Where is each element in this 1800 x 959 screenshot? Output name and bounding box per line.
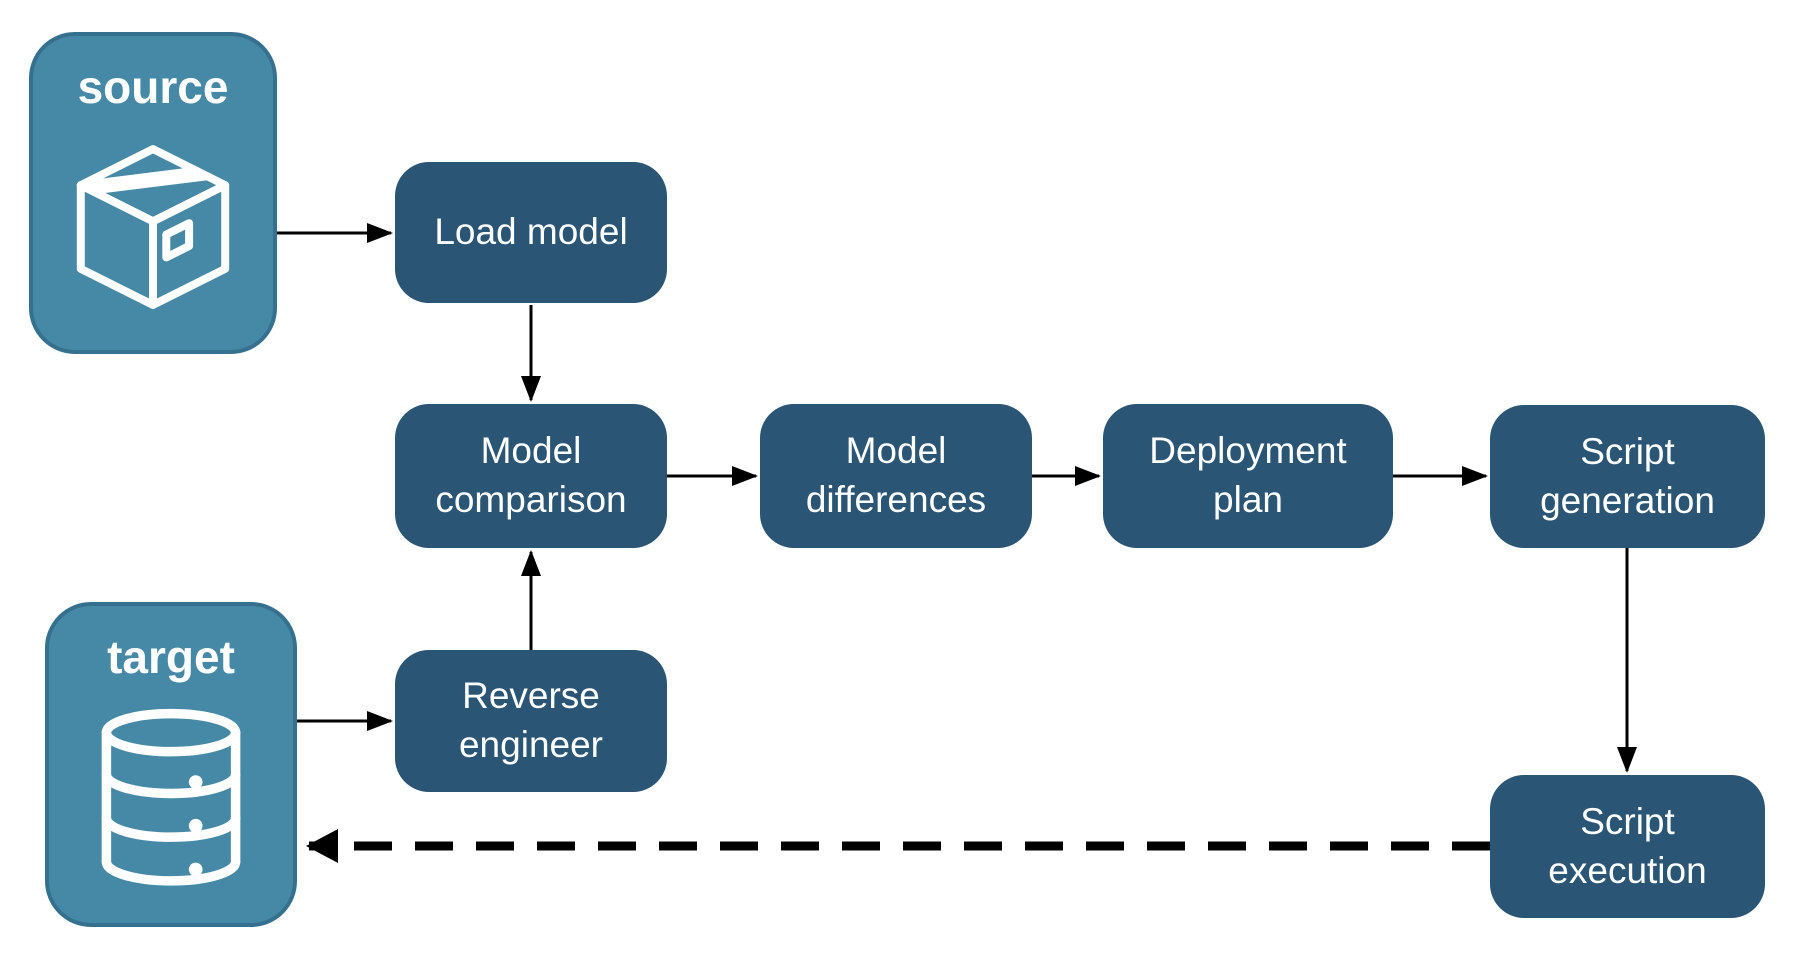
target-label: target	[107, 631, 235, 683]
node-load-model: Load model	[395, 162, 667, 303]
source-label: source	[77, 61, 229, 113]
database-icon	[101, 708, 241, 886]
node-reverse-engineer: Reverse engineer	[395, 650, 667, 792]
node-model-comparison: Model comparison	[395, 404, 667, 548]
package-icon	[76, 145, 230, 309]
node-script-execution: Script execution	[1490, 775, 1765, 918]
container-source: source	[29, 32, 277, 354]
node-script-generation: Script generation	[1490, 405, 1765, 548]
node-deployment-plan: Deployment plan	[1103, 404, 1393, 548]
node-model-differences: Model differences	[760, 404, 1032, 548]
container-target: target	[45, 602, 297, 927]
